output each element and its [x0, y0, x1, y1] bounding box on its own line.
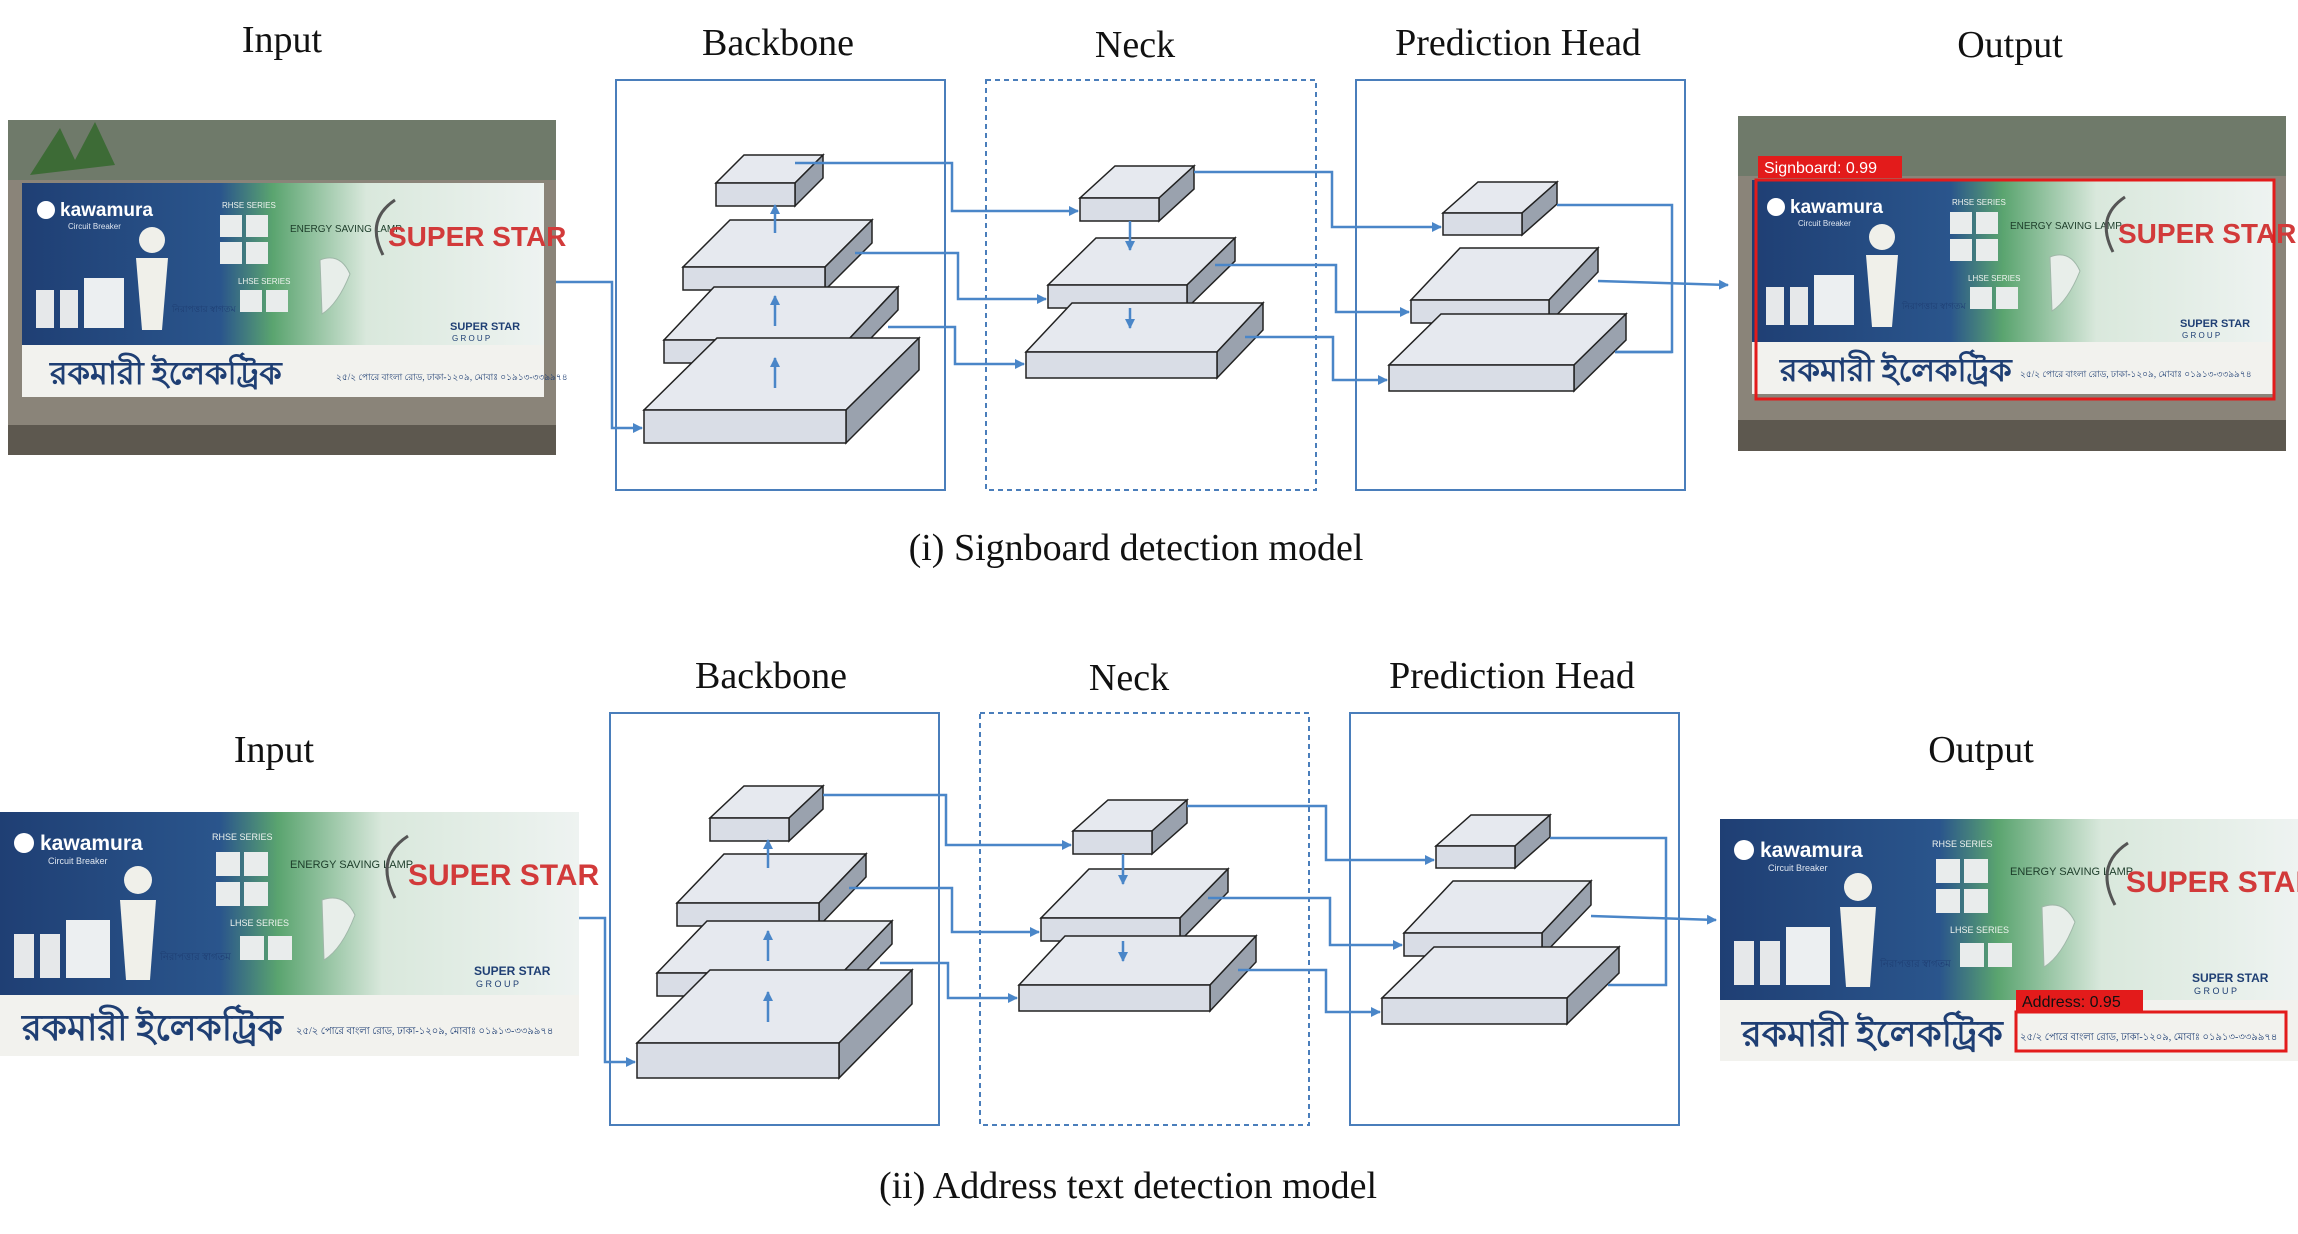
- group-bottom-text: G R O U P: [2194, 986, 2237, 996]
- arrow-bb4-to-neck3: [795, 163, 1078, 211]
- input-image: kawamura Circuit Breaker: [8, 120, 568, 455]
- person-illustration: [136, 227, 168, 330]
- backbone-block-3: [677, 854, 866, 926]
- caption: (ii) Address text detection model: [879, 1165, 1377, 1207]
- brand-sub-text: Circuit Breaker: [68, 222, 121, 231]
- backbone-block-4: [710, 786, 823, 841]
- input-image: kawamura Circuit Breaker RHSE SERIES LHS…: [0, 812, 599, 1056]
- neck-block-1: [1026, 303, 1263, 378]
- series-text: RHSE SERIES: [1932, 839, 1993, 849]
- group-top-text: SUPER STAR: [474, 964, 551, 978]
- series-text-2: LHSE SERIES: [238, 277, 290, 286]
- group-bottom-text: G R O U P: [452, 334, 490, 343]
- welcome-text: নিরাপত্তার স্বাগতম: [159, 951, 231, 963]
- super-star-title: SUPER STAR: [388, 221, 566, 252]
- lamp-text: ENERGY SAVING LAMP: [290, 224, 402, 235]
- neck-block-2: [1041, 869, 1228, 941]
- brand-logo-icon: [37, 201, 55, 219]
- head-block-1: [1382, 947, 1619, 1024]
- head-block-3: [1443, 182, 1557, 235]
- super-star-title: SUPER STAR: [2118, 218, 2296, 249]
- neck-label: Neck: [1089, 657, 1169, 699]
- arrow-head-to-output: [1598, 281, 1728, 285]
- head-block-1: [1389, 314, 1626, 391]
- address-detection-label: Address: 0.95: [2022, 994, 2121, 1011]
- input-label: Input: [242, 19, 323, 61]
- output-image: kawamura Circuit Breaker RHSE SERIES LHS…: [1720, 819, 2298, 1061]
- head-block-3: [1436, 815, 1550, 868]
- neck-block-3: [1080, 166, 1194, 221]
- lamp-text: ENERGY SAVING LAMP: [2010, 866, 2133, 878]
- shop-name-text: রকমারী ইলেকট্রিক: [49, 352, 283, 391]
- output-image: kawamura Circuit Breaker: [1738, 116, 2296, 451]
- address-text: ২৫/২ পোরে বাংলা রোড, ঢাকা-১২০৯, মোবাঃ ০১…: [336, 372, 568, 382]
- group-top-text: SUPER STAR: [2180, 318, 2250, 330]
- group-bottom-text: G R O U P: [476, 979, 519, 989]
- prediction-head-label: Prediction Head: [1395, 22, 1641, 64]
- signboard-graphic: kawamura Circuit Breaker: [1752, 180, 2296, 394]
- neck-block-1: [1019, 936, 1256, 1011]
- series-text-2: LHSE SERIES: [1950, 925, 2009, 935]
- neck-block-3: [1073, 800, 1187, 854]
- brand-logo-icon: [1734, 840, 1754, 860]
- address-text: ২৫/২ পোরে বাংলা রোড, ঢাকা-১২০৯, মোবাঃ ০১…: [296, 1026, 553, 1037]
- series-text: RHSE SERIES: [1952, 198, 2006, 207]
- super-star-title: SUPER STAR: [408, 859, 599, 892]
- arrow-bb4-to-neck3: [823, 795, 1071, 845]
- backbone-label: Backbone: [702, 22, 854, 64]
- shop-name-text: রকমারী ইলেকট্রিক: [20, 1004, 285, 1048]
- brand-text: kawamura: [1790, 197, 1883, 218]
- backbone-label: Backbone: [695, 655, 847, 697]
- shop-name-text: রকমারী ইলেকট্রিক: [1779, 349, 2013, 388]
- arrow-neck3-to-head3: [1187, 806, 1434, 860]
- neck-label: Neck: [1095, 24, 1175, 66]
- group-top-text: SUPER STAR: [2192, 971, 2269, 985]
- brand-text: kawamura: [40, 832, 143, 855]
- backbone-block-3: [683, 220, 872, 290]
- brand-sub-text: Circuit Breaker: [1798, 219, 1851, 228]
- series-text: RHSE SERIES: [212, 832, 273, 842]
- caption: (i) Signboard detection model: [909, 527, 1364, 569]
- address-text: ২৫/২ পোরে বাংলা রোড, ঢাকা-১২০৯, মোবাঃ ০১…: [2020, 369, 2252, 379]
- lamp-text: ENERGY SAVING LAMP: [290, 859, 413, 871]
- input-label: Input: [234, 729, 315, 771]
- panel-address-detection: Input Backbone Neck Prediction Head Outp…: [0, 655, 2298, 1207]
- welcome-text: নিরাপত্তার স্বাগতম: [1901, 301, 1967, 311]
- brand-sub-text: Circuit Breaker: [48, 856, 108, 866]
- signboard-detection-label: Signboard: 0.99: [1764, 160, 1877, 177]
- arrow-neck3-to-head3: [1194, 172, 1441, 227]
- group-top-text: SUPER STAR: [450, 321, 520, 333]
- series-text: RHSE SERIES: [222, 201, 276, 210]
- head-block-2: [1411, 248, 1598, 323]
- brand-logo-icon: [1767, 198, 1785, 216]
- brand-sub-text: Circuit Breaker: [1768, 863, 1828, 873]
- person-illustration: [120, 866, 156, 980]
- arrow-head-to-output: [1591, 916, 1716, 920]
- brand-logo-icon: [14, 833, 34, 853]
- person-illustration: [1866, 224, 1898, 327]
- series-text-2: LHSE SERIES: [230, 918, 289, 928]
- neck-block-2: [1048, 238, 1235, 308]
- panel-signboard-detection: Input Backbone Neck Prediction Head Outp…: [8, 19, 2296, 569]
- arrow-input-to-backbone: [579, 918, 635, 1062]
- brand-text: kawamura: [60, 200, 153, 221]
- signboard-graphic: kawamura Circuit Breaker: [22, 183, 568, 397]
- output-label: Output: [1957, 24, 2063, 66]
- person-illustration: [1840, 873, 1876, 987]
- brand-text: kawamura: [1760, 839, 1863, 862]
- series-text-2: LHSE SERIES: [1968, 274, 2020, 283]
- head-block-2: [1404, 881, 1591, 956]
- welcome-text: নিরাপত্তার স্বাগতম: [171, 304, 237, 314]
- address-text: ২৫/২ পোরে বাংলা রোড, ঢাকা-১২০৯, মোবাঃ ০১…: [2020, 1032, 2277, 1043]
- output-label: Output: [1928, 729, 2034, 771]
- prediction-head-label: Prediction Head: [1389, 655, 1635, 697]
- group-bottom-text: G R O U P: [2182, 331, 2220, 340]
- super-star-title: SUPER STAR: [2126, 866, 2298, 899]
- arrow-input-to-backbone: [556, 282, 642, 428]
- welcome-text: নিরাপত্তার স্বাগতম: [1879, 958, 1951, 970]
- shop-name-text: রকমারী ইলেকট্রিক: [1740, 1010, 2005, 1054]
